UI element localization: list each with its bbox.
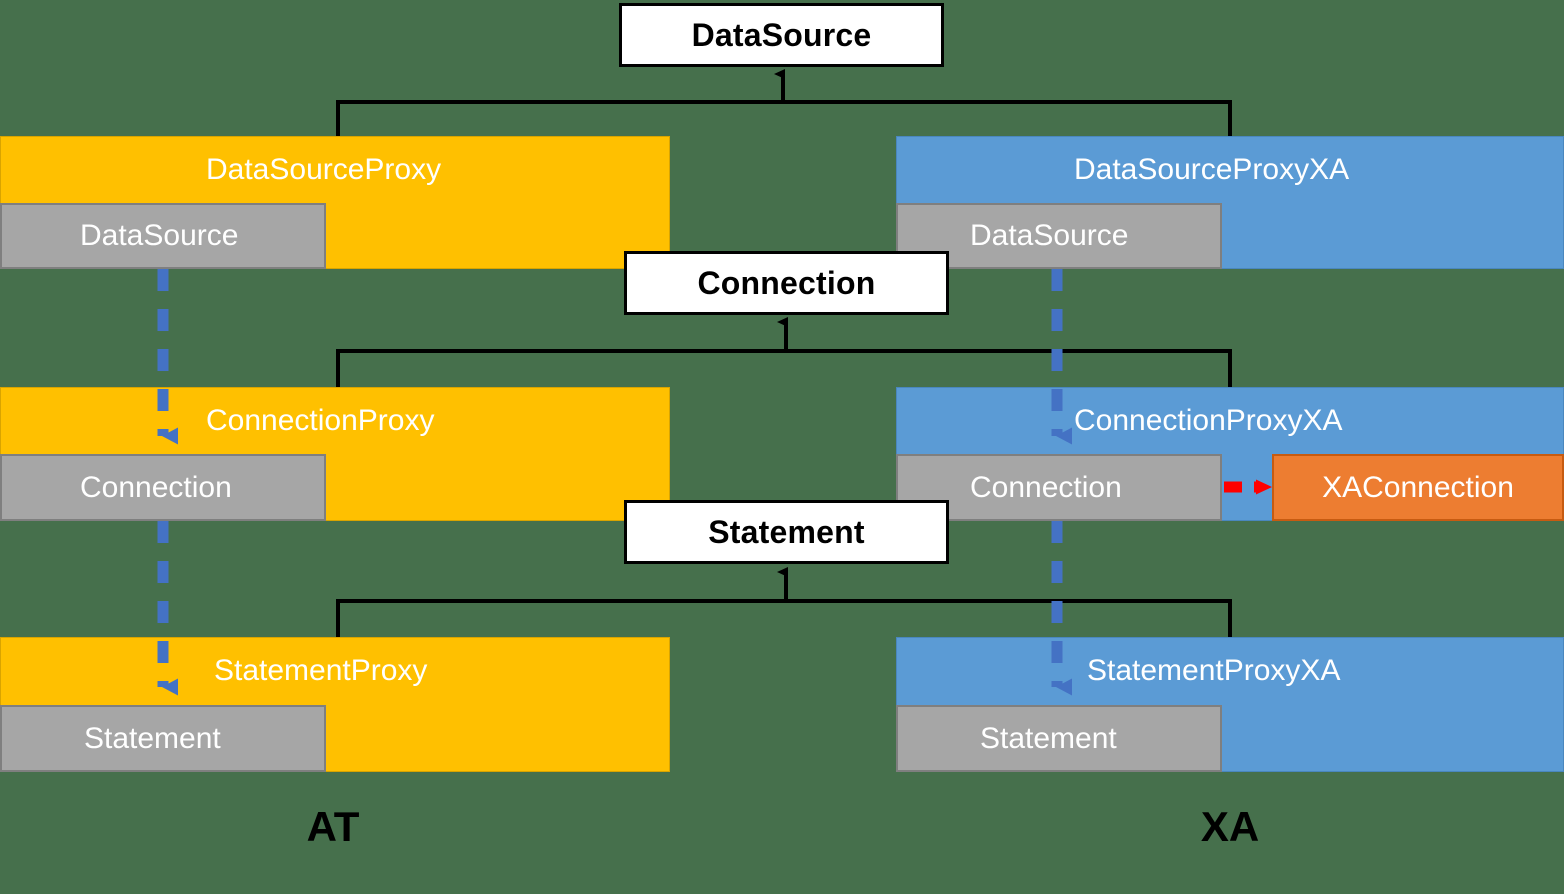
- xa-connection-external-label: XAConnection: [1322, 470, 1514, 504]
- at-connection-proxy-title: ConnectionProxy: [206, 404, 435, 437]
- interface-connection-label: Connection: [697, 264, 876, 301]
- xa-datasource-member-box[interactable]: DataSource: [896, 203, 1222, 269]
- xa-datasource-proxy-box[interactable]: DataSourceProxyXA: [896, 136, 1564, 269]
- xa-statement-proxy-title: StatementProxyXA: [1087, 654, 1341, 687]
- group-caption-at: AT: [306, 803, 360, 850]
- xa-datasource-proxy-title: DataSourceProxyXA: [1074, 153, 1350, 186]
- at-datasource-member-label: DataSource: [80, 219, 239, 252]
- xa-statement-member-label: Statement: [980, 721, 1117, 755]
- xa-datasource-member-label: DataSource: [970, 219, 1129, 252]
- at-datasource-proxy-title: DataSourceProxy: [206, 153, 442, 186]
- at-statement-proxy-title: StatementProxy: [214, 654, 428, 687]
- at-datasource-member-box[interactable]: DataSource: [0, 203, 326, 269]
- at-statement-member-box[interactable]: Statement: [0, 705, 326, 772]
- xa-statement-member-box[interactable]: Statement: [896, 705, 1222, 772]
- interface-statement-label: Statement: [708, 513, 865, 550]
- inherit-group-datasource: [336, 69, 1232, 136]
- at-connection-member-box[interactable]: Connection: [0, 454, 326, 521]
- xa-connection-proxy-title: ConnectionProxyXA: [1074, 404, 1343, 437]
- at-connection-member-label: Connection: [80, 470, 232, 504]
- inherit-group-statement: [336, 567, 1232, 637]
- xa-connection-member-label: Connection: [970, 470, 1122, 504]
- interface-connection-box[interactable]: Connection: [624, 251, 949, 315]
- inherit-group-connection: [336, 317, 1232, 387]
- group-caption-xa: XA: [1200, 803, 1260, 850]
- xa-connection-member-box[interactable]: Connection: [896, 454, 1222, 521]
- interface-datasource-label: DataSource: [691, 16, 872, 53]
- interface-datasource-box[interactable]: DataSource: [619, 3, 944, 67]
- at-statement-member-label: Statement: [84, 721, 221, 755]
- interface-statement-box[interactable]: Statement: [624, 500, 949, 564]
- xa-connection-external-box[interactable]: XAConnection: [1272, 454, 1564, 521]
